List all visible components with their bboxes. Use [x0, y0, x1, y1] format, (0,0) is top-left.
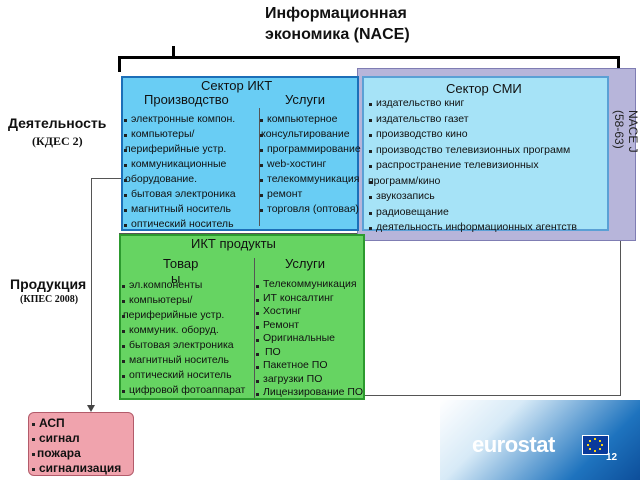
list-item: АСП: [31, 416, 121, 431]
page-number: 12: [606, 452, 618, 463]
list-item: сигнал: [31, 431, 121, 446]
list-item: периферийные устр.: [121, 308, 255, 323]
connector-arrowhead: [87, 405, 95, 412]
connector-horizontal: [91, 178, 121, 179]
list-item: бытовая электроника: [121, 338, 255, 353]
connector-vertical: [91, 178, 92, 406]
list-item: консультирование: [259, 127, 363, 142]
list-item: Пакетное ПО: [255, 359, 365, 373]
list-item: коммуникационные: [123, 157, 259, 172]
ict-sector-divider: [259, 108, 260, 226]
production-header: Производство: [144, 92, 229, 107]
list-item: загрузки ПО: [255, 373, 365, 387]
list-item: оптический носитель: [121, 368, 255, 383]
list-item: Телекоммуникация: [255, 278, 365, 292]
bracket-tick: [172, 46, 175, 57]
production-list: электронные компон. компьютеры/ перифери…: [123, 112, 259, 232]
media-sector-list: издательство книг издательство газет про…: [368, 96, 608, 236]
products-code: (КПЕС 2008): [20, 294, 79, 305]
nace-range: (58-63): [612, 110, 626, 149]
media-sector-title: Сектор СМИ: [446, 81, 522, 96]
activity-label: Деятельность: [8, 115, 107, 131]
list-item: производство телевизионных программ: [368, 143, 608, 159]
list-item: деятельность информационных агентств: [368, 220, 608, 236]
list-item: телекоммуникация: [259, 172, 363, 187]
eu-flag-icon: [582, 435, 609, 455]
list-item: ИТ консалтинг: [255, 292, 365, 306]
asp-list: АСП сигнал пожара сигнализация: [31, 416, 121, 476]
list-item: радиовещание: [368, 205, 608, 221]
list-item: торговля (оптовая): [259, 202, 363, 217]
list-item: сигнализация: [31, 461, 121, 476]
list-item: цифровой фотоаппарат: [121, 383, 255, 398]
asp-box: АСП сигнал пожара сигнализация: [28, 412, 134, 476]
list-item: бытовая электроника: [123, 187, 259, 202]
list-item: периферийные устр.: [123, 142, 259, 157]
title-line-1: Информационная: [265, 5, 407, 22]
products-label: Продукция: [10, 276, 87, 292]
ict-products-title: ИКТ продукты: [191, 236, 276, 251]
products-services-header: Услуги: [285, 256, 325, 271]
list-item: распространение телевизионных: [368, 158, 608, 174]
list-item: компьютеры/: [123, 127, 259, 142]
list-item: звукозапись: [368, 189, 608, 205]
list-item: эл.компоненты: [121, 278, 255, 293]
list-item: Лицензирование ПО: [255, 386, 365, 400]
diagram-title: Информационная экономика (NACE): [265, 3, 465, 45]
products-services-list: Телекоммуникация ИТ консалтинг Хостинг Р…: [255, 278, 365, 400]
ict-sector-box: Сектор ИКТ Производство Услуги электронн…: [121, 76, 361, 232]
list-item: магнитный носитель: [123, 202, 259, 217]
list-item: Оригинальные: [255, 332, 365, 346]
list-item: компьютеры/: [121, 293, 255, 308]
activity-code: (КДЕС 2): [32, 134, 83, 148]
bracket-right-leg: [617, 56, 620, 72]
list-item: издательство газет: [368, 112, 608, 128]
goods-header: Товар: [163, 256, 199, 271]
list-item: электронные компон.: [123, 112, 259, 127]
ict-services-list: компьютерное консультирование программир…: [259, 112, 363, 217]
list-item: оборудование.: [123, 172, 259, 187]
list-item: программирование: [259, 142, 363, 157]
goods-header-wrap: ы: [171, 271, 181, 286]
list-item: коммуник. оборуд.: [121, 323, 255, 338]
title-line-2: экономика (NACE): [265, 26, 410, 43]
list-item: Хостинг: [255, 305, 365, 319]
list-item: пожара: [31, 446, 121, 461]
list-item: производство кино: [368, 127, 608, 143]
ict-services-header: Услуги: [285, 92, 325, 107]
list-item: ПО: [255, 346, 365, 360]
media-sector-box: Сектор СМИ издательство книг издательств…: [362, 76, 609, 233]
list-item: Ремонт: [255, 319, 365, 333]
list-item: компьютерное: [259, 112, 363, 127]
ict-products-divider: [254, 258, 255, 398]
nace-label: NACE J (58-63): [600, 110, 640, 200]
list-item: программ/кино: [368, 174, 608, 190]
nace-code: NACE J: [626, 110, 640, 153]
bracket-left-leg: [118, 56, 121, 72]
list-item: ремонт: [259, 187, 363, 202]
bracket-top: [118, 56, 620, 71]
list-item: издательство книг: [368, 96, 608, 112]
ict-products-box: ИКТ продукты Товар ы Услуги эл.компонент…: [119, 234, 365, 400]
list-item: магнитный носитель: [121, 353, 255, 368]
eurostat-logo: eurostat: [472, 432, 555, 457]
ict-sector-title: Сектор ИКТ: [201, 78, 273, 93]
list-item: web-хостинг: [259, 157, 363, 172]
goods-list: эл.компоненты компьютеры/ периферийные у…: [121, 278, 255, 398]
list-item: оптический носитель: [123, 217, 259, 232]
